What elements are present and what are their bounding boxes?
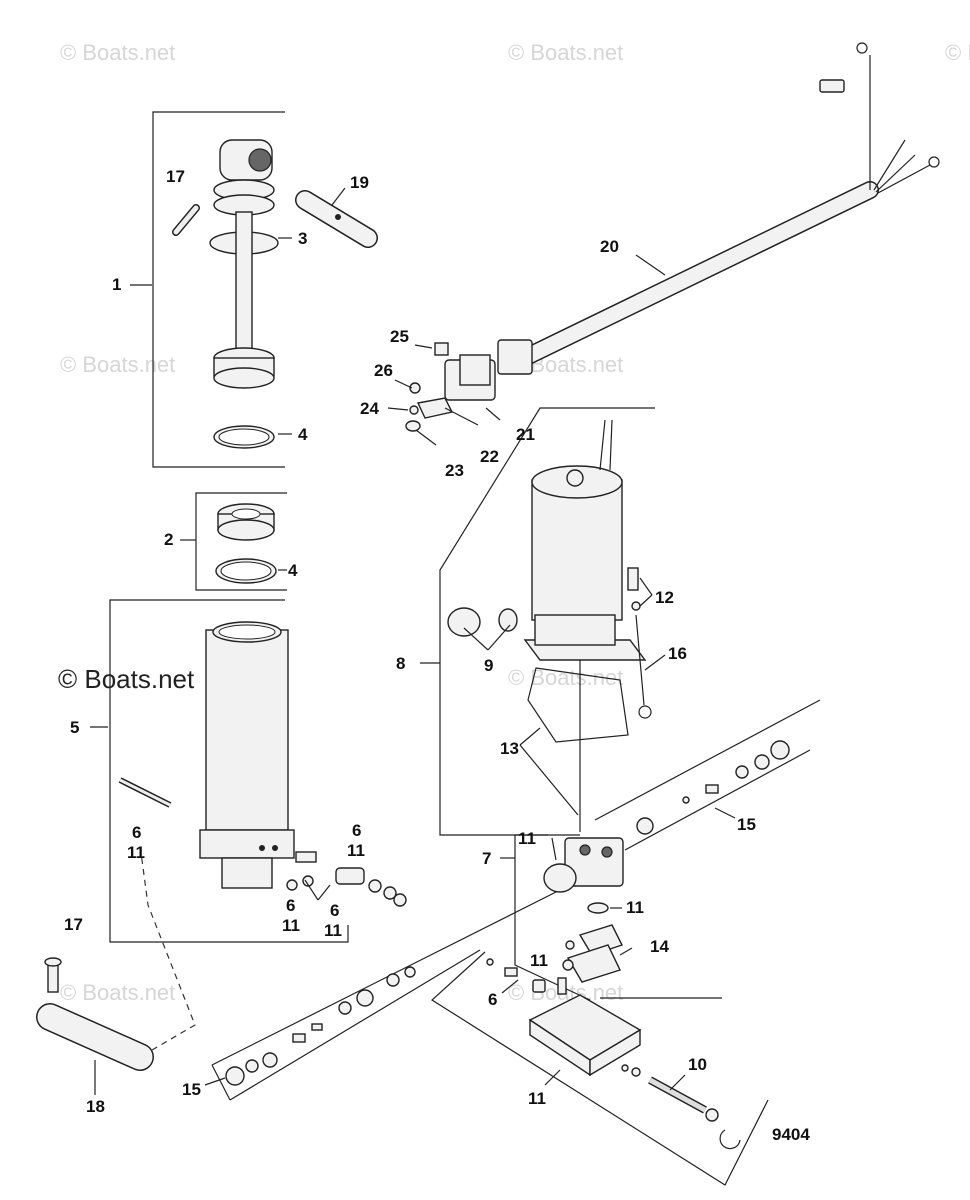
callout-10: 10 <box>688 1055 707 1074</box>
pin-17-top <box>172 204 200 236</box>
relay-21 <box>444 354 496 401</box>
bracket-5 <box>109 599 349 943</box>
callout-4: 4 <box>288 561 298 580</box>
valve-body-11 <box>528 994 642 1077</box>
watermark: © Boats.net <box>60 352 175 377</box>
pin-17-bottom <box>44 957 62 993</box>
callout-8: 8 <box>396 654 405 673</box>
pump-motor-8 <box>523 419 647 661</box>
callout-11: 11 <box>324 921 342 940</box>
callout-26: 26 <box>374 361 393 380</box>
assembly-line <box>594 699 821 821</box>
callout-6: 6 <box>352 821 361 840</box>
ground-strap-16 <box>635 614 652 719</box>
bolt-6 <box>118 777 172 808</box>
callout-11: 11 <box>347 841 365 860</box>
callout-2: 2 <box>164 530 173 549</box>
bracket-8 <box>439 407 655 836</box>
wiring-harness-20 <box>497 42 940 375</box>
callout-12: 12 <box>655 588 674 607</box>
callout-11: 11 <box>282 916 300 935</box>
assembly-line <box>229 949 481 1101</box>
gasket-13 <box>527 667 629 743</box>
tilt-ram-assembly <box>209 139 279 449</box>
callout-20: 20 <box>600 237 619 256</box>
callout-6: 6 <box>286 896 295 915</box>
pump-body-7 <box>543 837 624 893</box>
assembly-line <box>211 1064 231 1101</box>
bracket-2 <box>195 492 287 591</box>
washer-24 <box>409 405 419 415</box>
callout-3: 3 <box>298 229 307 248</box>
callout-22: 22 <box>480 447 499 466</box>
bracket-1 <box>152 111 285 468</box>
callout-4: 4 <box>298 425 308 444</box>
bracket-11-bottom <box>431 951 769 1186</box>
piston-2 <box>215 503 277 584</box>
callout-15: 15 <box>182 1080 201 1099</box>
callout-11: 11 <box>626 898 644 917</box>
callout-5: 5 <box>70 718 79 737</box>
callout-9: 9 <box>484 656 493 675</box>
assembly-line <box>624 749 811 851</box>
leader-lines <box>90 187 736 1095</box>
plug-9 <box>447 607 518 637</box>
valve-string-15-left <box>225 966 416 1086</box>
callout-11: 11 <box>127 843 145 862</box>
valve-string-15-right <box>636 740 790 835</box>
callout-21: 21 <box>516 425 535 444</box>
cylinder-5 <box>199 621 295 889</box>
oring-11 <box>587 902 609 914</box>
screw-11 <box>551 837 557 861</box>
valve-parts-left <box>286 851 407 907</box>
watermark: © Boats.net <box>508 40 623 65</box>
callout-1: 1 <box>112 275 121 294</box>
callout-24: 24 <box>360 399 379 418</box>
check-valve-6 <box>486 958 567 995</box>
watermark: © Boats.net <box>60 980 175 1005</box>
callout-11: 11 <box>528 1089 546 1108</box>
relay-box-25 <box>434 342 449 356</box>
assembly-line <box>211 889 561 1066</box>
pivot-pin-19 <box>295 190 378 248</box>
callout-7: 7 <box>482 849 491 868</box>
callout-18: 18 <box>86 1097 105 1116</box>
callout-11: 11 <box>530 951 548 970</box>
filter-14 <box>562 924 623 983</box>
bracket-22 <box>416 397 454 419</box>
callout-17: 17 <box>64 915 83 934</box>
callout-6: 6 <box>330 901 339 920</box>
callout-23: 23 <box>445 461 464 480</box>
watermark-group: © Boats.net © Boats.net © Boats.net © Bo… <box>60 40 970 1005</box>
bracket-7 <box>514 834 591 1001</box>
pivot-pin-18 <box>36 1003 154 1071</box>
callout-14: 14 <box>650 937 669 956</box>
callout-16: 16 <box>668 644 687 663</box>
callout-17: 17 <box>166 167 185 186</box>
diagram-number: 9404 <box>772 1125 810 1144</box>
dashed-guide <box>139 844 196 1051</box>
callout-13: 13 <box>500 739 519 758</box>
callout-25: 25 <box>390 327 409 346</box>
watermark: © Boats.net <box>945 40 970 65</box>
nut-23 <box>405 420 421 432</box>
watermark-main: © Boats.net <box>58 664 195 694</box>
screws-12 <box>627 567 641 611</box>
callout-6: 6 <box>488 990 497 1009</box>
callout-11: 11 <box>518 829 536 848</box>
manual-valve-10 <box>621 1064 741 1150</box>
callout-labels: 17 19 3 1 4 2 4 5 6 11 6 11 6 11 6 11 17… <box>64 167 756 1116</box>
callout-15: 15 <box>737 815 756 834</box>
screw-26 <box>409 382 421 394</box>
watermark: © Boats.net <box>60 40 175 65</box>
callout-6: 6 <box>132 823 141 842</box>
callout-19: 19 <box>350 173 369 192</box>
